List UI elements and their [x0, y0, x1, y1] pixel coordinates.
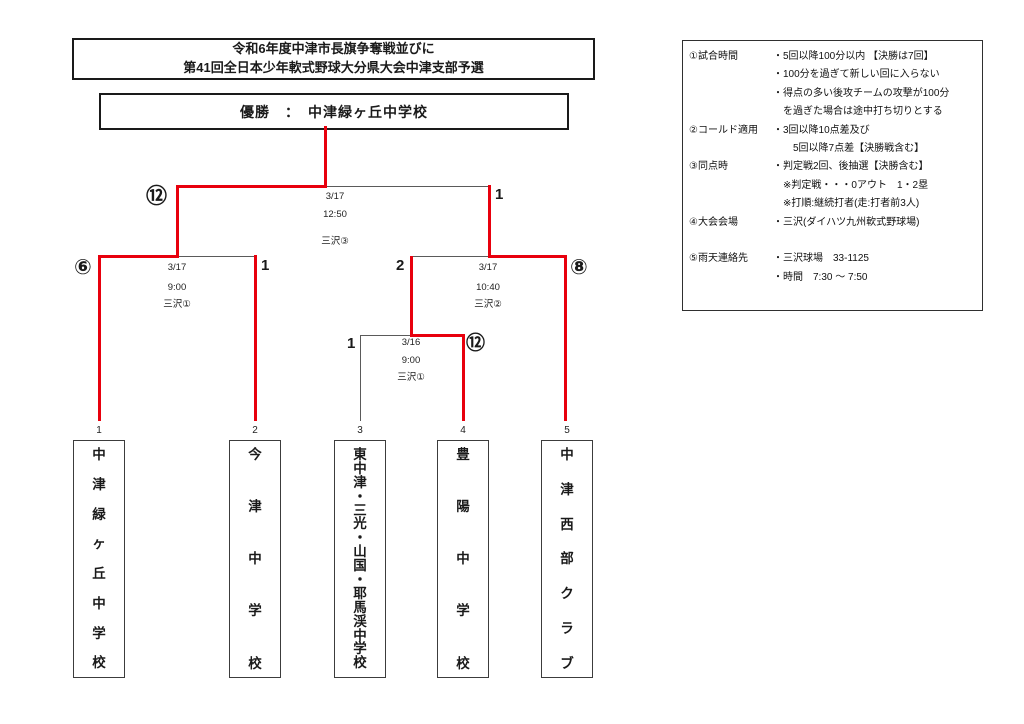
rule-rain-contact: ⑤雨天連絡先 ・三沢球場 33-1125 ・時間 7:30 ～ 7:50 [689, 250, 976, 287]
team3-line [360, 335, 361, 421]
final-score-right: 1 [495, 186, 504, 203]
rule-line: ※打順:継続打者(走:打者前3人) [773, 198, 920, 210]
rules-panel: ①試合時間 ・5回以降100分以内 【決勝は7回】 ・100分を過ぎて新しい回に… [682, 40, 983, 311]
rule-cold-game: ②コールド適用 ・3回以降10点差及び 5回以降7点差【決勝戦含む】 [689, 122, 976, 159]
team4-line [462, 334, 465, 421]
team4-seed: 4 [460, 425, 466, 436]
semiright-time: 10:40 [476, 282, 500, 293]
rule-line: を過ぎた場合は途中打ち切りとする [773, 106, 943, 118]
semileft-horizontal-winner-line [98, 255, 179, 258]
semileft-time: 9:00 [167, 282, 187, 293]
rule-line: ・5回以降100分以内 【決勝は7回】 [773, 51, 934, 62]
semileft-score-left: ⑥ [74, 256, 92, 279]
rule-tie: ③同点時 ・判定戦2回、後抽選【決勝含む】 ※判定戦・・・0アウト 1・2塁 ※… [689, 158, 976, 213]
champion-connector-line [324, 126, 327, 186]
tournament-title-box: 令和6年度中津市長旗争奪戦並びに 第41回全日本少年軟式野球大分県大会中津支部予… [72, 38, 595, 80]
rule-tie-label: ③同点時 [689, 161, 728, 173]
rule-venue: ④大会会場 ・三沢(ダイハツ九州軟式野球場) [689, 214, 976, 251]
team-box-3: 東中津・三光・山国・耶馬渓中学校 [334, 440, 386, 678]
team2-line [254, 255, 257, 421]
final-horizontal-winner-line [176, 185, 327, 188]
team-box-2: 今津中学校 [229, 440, 281, 678]
rule-venue-label: ④大会会場 [689, 216, 738, 228]
rule-line [773, 232, 976, 250]
rule-line: ・100分を過ぎて新しい回に入らない [773, 69, 940, 81]
round1-score-right: ⑫ [466, 333, 486, 354]
final-date: 3/17 [325, 191, 345, 202]
rule-rain-contact-label: ⑤雨天連絡先 [689, 253, 748, 265]
team-box-1: 中津緑ヶ丘中学校 [73, 440, 125, 678]
team3-seed: 3 [357, 425, 363, 436]
rule-line: ・3回以降10点差及び [773, 124, 870, 136]
final-score-left: ⑫ [146, 185, 167, 208]
rule-line: ※判定戦・・・0アウト 1・2塁 [773, 179, 929, 191]
tournament-title-line2: 第41回全日本少年軟式野球大分県大会中津支部予選 [183, 60, 484, 75]
semileft-horizontal-line [179, 256, 256, 257]
round1-horizontal-line [360, 335, 411, 336]
rule-cold-game-label: ②コールド適用 [689, 124, 758, 136]
semiright-score-right: ⑧ [570, 256, 588, 279]
rule-line: ・三沢球場 33-1125 [773, 253, 869, 265]
final-venue: 三沢③ [321, 236, 349, 247]
rule-game-time: ①試合時間 ・5回以降100分以内 【決勝は7回】 ・100分を過ぎて新しい回に… [689, 48, 976, 122]
semiright-horizontal-line [410, 256, 490, 257]
rule-line: ・三沢(ダイハツ九州軟式野球場) [773, 216, 920, 228]
round1-time: 9:00 [401, 355, 421, 366]
rule-line: ・判定戦2回、後抽選【決勝含む】 [773, 161, 929, 173]
team5-seed: 5 [564, 425, 570, 436]
semiright-date: 3/17 [478, 262, 498, 273]
final-time: 12:50 [323, 209, 347, 220]
team-box-4: 豊陽中学校 [437, 440, 489, 678]
round1-horizontal-winner-line [410, 334, 464, 337]
semileft-score-right: 1 [261, 257, 270, 274]
champion-box: 優勝 ： 中津緑ヶ丘中学校 [99, 93, 569, 130]
rule-line: ・時間 7:30 ～ 7:50 [773, 271, 868, 283]
team-box-5: 中津西部クラブ [541, 440, 593, 678]
team1-seed: 1 [96, 425, 102, 436]
team1-line [98, 255, 101, 421]
rule-game-time-label: ①試合時間 [689, 51, 738, 62]
round1-date: 3/16 [401, 337, 421, 348]
team5-line [564, 255, 567, 421]
round1-score-left: 1 [347, 335, 356, 352]
round1-winner-drop-line [410, 256, 413, 336]
rule-line: 5回以降7点差【決勝戦含む】 [773, 143, 925, 155]
final-left-drop-line [176, 185, 179, 257]
semileft-date: 3/17 [167, 262, 187, 273]
final-horizontal-line [327, 186, 490, 187]
semileft-venue: 三沢① [163, 299, 191, 310]
champion-text: 優勝 ： 中津緑ヶ丘中学校 [240, 103, 428, 120]
semiright-venue: 三沢② [474, 299, 502, 310]
final-right-drop-line [488, 185, 491, 257]
team2-seed: 2 [252, 425, 258, 436]
rule-line: ・得点の多い後攻チームの攻撃が100分 [773, 87, 950, 99]
semiright-horizontal-winner-line [488, 255, 567, 258]
tournament-title-line1: 令和6年度中津市長旗争奪戦並びに [232, 41, 435, 57]
semiright-score-left: 2 [396, 257, 405, 274]
round1-venue: 三沢① [397, 372, 425, 383]
